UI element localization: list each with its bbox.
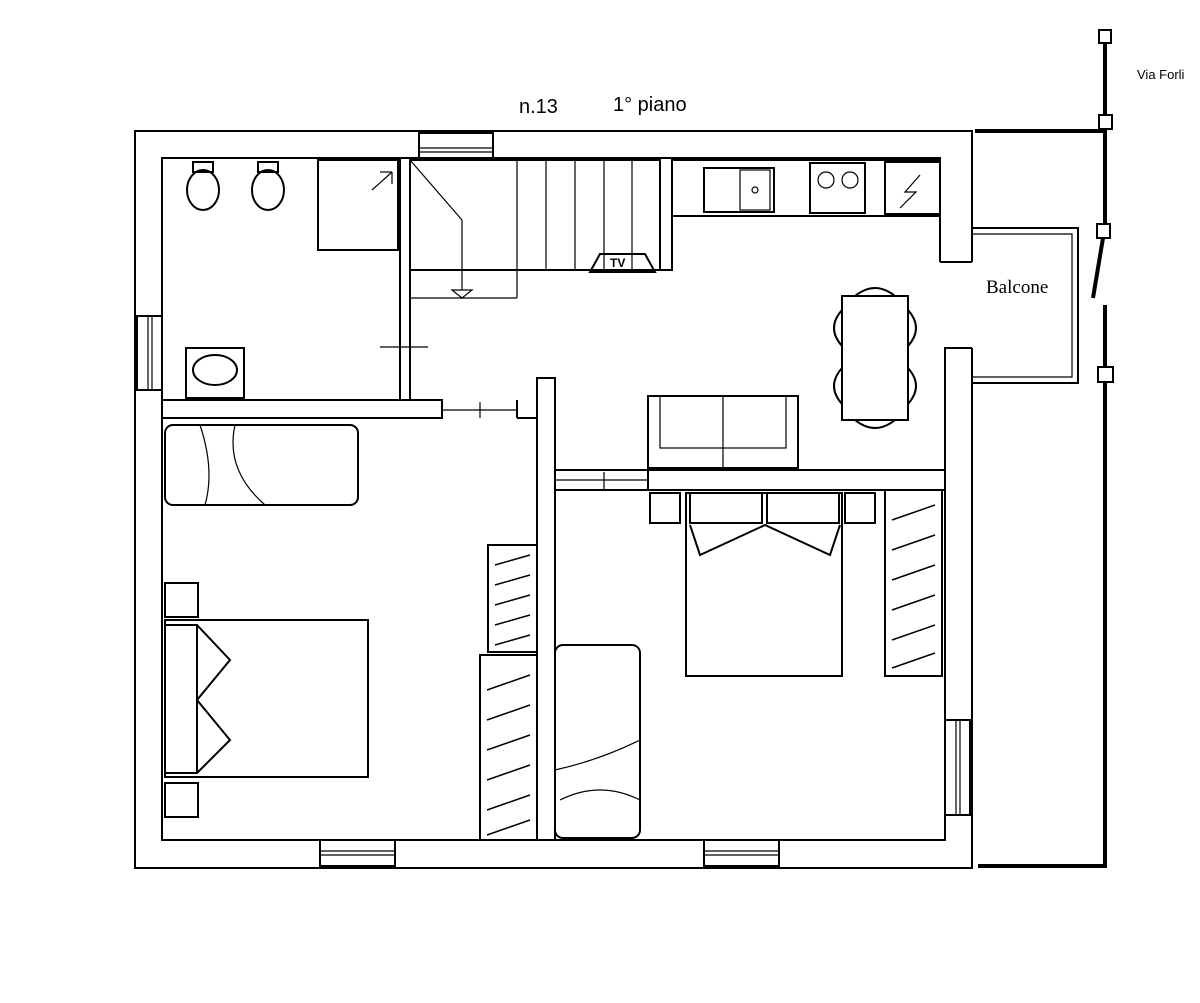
exterior-walls — [134, 130, 973, 869]
interior-walls — [162, 158, 945, 840]
staircase — [409, 159, 661, 299]
right-bedroom-furniture — [554, 489, 943, 839]
street-label: Via Forli — [1137, 67, 1185, 82]
left-bedroom-furniture — [164, 424, 538, 841]
wardrobe-hangers — [486, 504, 936, 836]
kitchen-counter — [671, 159, 941, 217]
svg-text:TV: TV — [610, 256, 625, 270]
tv: TV — [588, 253, 657, 273]
windows — [136, 132, 971, 867]
dining-table — [833, 287, 917, 429]
sofa — [647, 395, 799, 469]
house-number-label: n.13 — [519, 96, 558, 118]
street-boundary — [975, 29, 1114, 868]
balcony-label: Balcone — [986, 277, 1048, 298]
bathroom-fixtures — [185, 159, 399, 399]
floor-label: 1° piano — [613, 94, 687, 116]
balcony — [972, 227, 1079, 384]
